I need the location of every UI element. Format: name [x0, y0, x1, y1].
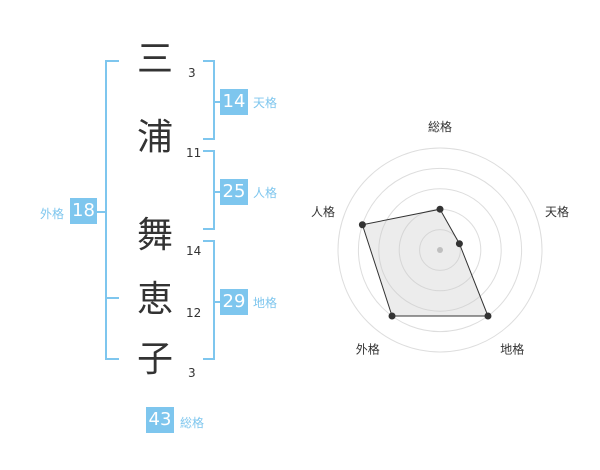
radar-point-4 — [388, 312, 396, 320]
stroke-count-2: 11 — [186, 146, 202, 160]
name-char-3: 舞 — [136, 215, 173, 256]
gaikaku-bracket — [105, 60, 119, 360]
name-char-1: 三 — [136, 39, 173, 80]
chikaku-connector — [213, 301, 221, 303]
radar-axis-label-4: 外格 — [356, 342, 380, 357]
radar-grid-ring — [378, 188, 502, 312]
radar-axis-label-3: 地格 — [500, 342, 524, 357]
radar-point-1 — [436, 205, 444, 213]
jinkaku-bracket — [203, 150, 215, 230]
radar-axis-label-2: 天格 — [545, 204, 569, 219]
stroke-count-4: 12 — [186, 306, 202, 320]
radar-grid-ring — [337, 147, 543, 353]
radar-value-polygon — [361, 208, 489, 317]
jinkaku-label: 人格 — [253, 186, 278, 200]
gaikaku-connector — [96, 211, 106, 213]
name-char-5: 子 — [136, 339, 173, 380]
tenkaku-connector — [213, 101, 221, 103]
name-char-4: 恵 — [136, 279, 173, 320]
radar-point-5 — [358, 221, 366, 229]
soukaku-label: 総格 — [180, 416, 205, 430]
tenkaku-bracket — [203, 60, 215, 140]
tenkaku-value: 14 — [220, 89, 248, 115]
radar-point-3 — [484, 312, 492, 320]
radar-axis-label-5: 人格 — [311, 204, 335, 219]
radar-grid-ring — [357, 167, 523, 333]
gaikaku-value: 18 — [70, 198, 97, 224]
chikaku-label: 地格 — [253, 296, 278, 310]
jinkaku-value: 25 — [220, 179, 248, 205]
stroke-count-3: 14 — [186, 244, 202, 258]
radar-center-dot — [437, 247, 443, 253]
radar-axis-label-1: 総格 — [428, 119, 452, 134]
chikaku-value: 29 — [220, 289, 248, 315]
jinkaku-connector — [213, 191, 221, 193]
gaikaku-label: 外格 — [40, 207, 65, 221]
tenkaku-label: 天格 — [253, 96, 278, 110]
radar-grid-ring — [419, 229, 461, 271]
stroke-count-5: 3 — [188, 366, 196, 380]
stroke-count-1: 3 — [188, 66, 196, 80]
name-char-2: 浦 — [136, 117, 173, 158]
chikaku-bracket — [203, 240, 215, 360]
gaikaku-bracket-divider — [105, 297, 119, 299]
radar-point-2 — [455, 240, 463, 248]
soukaku-value: 43 — [146, 407, 174, 433]
